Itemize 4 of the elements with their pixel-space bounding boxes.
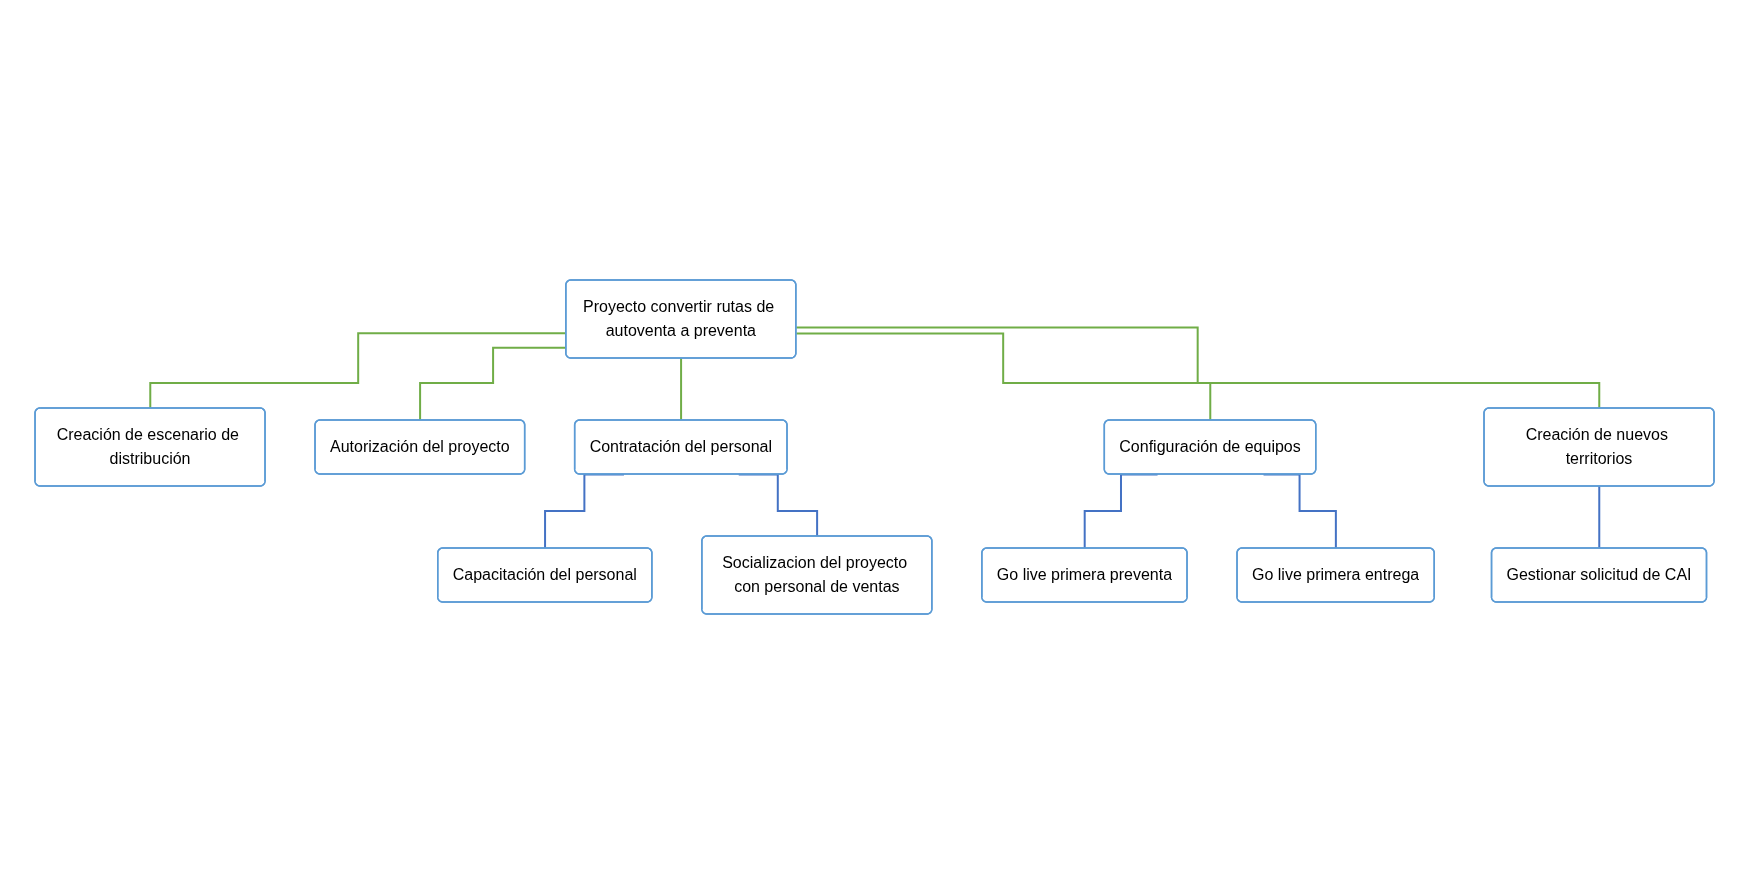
- connector: [680, 357, 683, 421]
- connector: [795, 326, 1601, 409]
- connector: [795, 331, 1212, 421]
- connector: [1598, 485, 1601, 549]
